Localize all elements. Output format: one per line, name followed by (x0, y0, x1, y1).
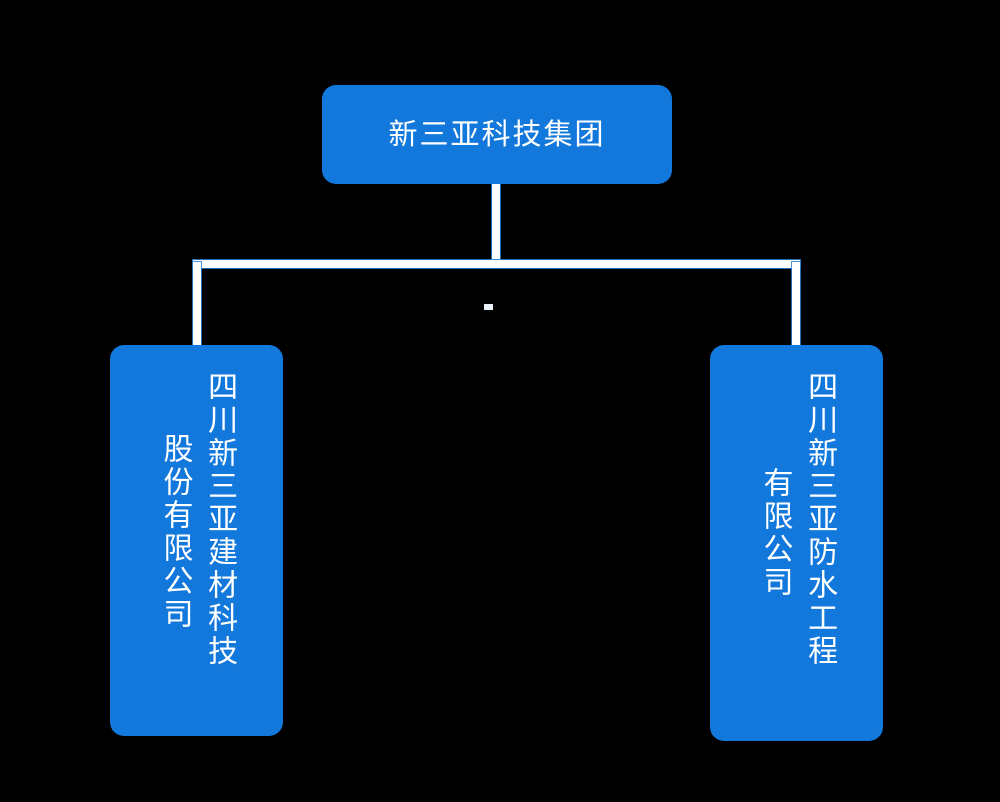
org-node-child-right[interactable]: 四川新三亚防水工程 有限公司 (710, 345, 883, 741)
connector-right-branch (792, 262, 800, 348)
org-node-child-left-label-column-1: 四川新三亚建材科技 (202, 371, 238, 668)
connector-horizontal-bus (193, 260, 800, 268)
org-node-child-right-label-column-2: 有限公司 (757, 467, 793, 599)
org-node-child-right-label-column-1: 四川新三亚防水工程 (802, 371, 838, 668)
org-node-child-left[interactable]: 四川新三亚建材科技 股份有限公司 (110, 345, 283, 736)
connector-artifact-mark (484, 304, 493, 310)
connector-root-stem (492, 183, 500, 266)
org-node-child-left-label-column-2: 股份有限公司 (157, 433, 193, 631)
org-node-root-label: 新三亚科技集团 (388, 117, 606, 151)
org-node-root[interactable]: 新三亚科技集团 (322, 85, 672, 184)
connector-left-branch (193, 262, 201, 348)
